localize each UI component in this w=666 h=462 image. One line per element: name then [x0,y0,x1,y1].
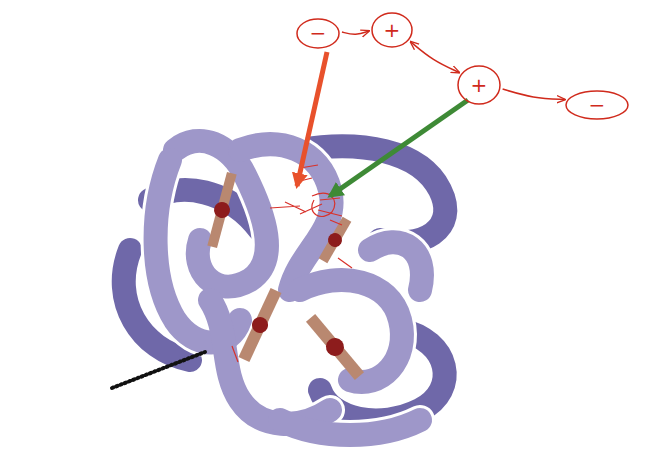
circle-outline-shape [458,66,500,104]
charge-circle: + [371,12,413,48]
charge-circle: − [296,18,340,49]
charge-sign: + [471,75,488,95]
circle-outline-shape [297,19,339,48]
circle-outline-shape [372,13,412,47]
circle-outline-shape [566,91,628,119]
charge-sign: + [384,20,401,40]
charge-circle: − [565,90,629,120]
charge-arrow [503,89,565,100]
charge-arrow [342,31,369,34]
charge-sign: − [310,23,327,43]
charge-sign: − [589,95,606,115]
dotted-chain [112,352,205,388]
charge-arrow [411,42,460,73]
green-arrow [330,100,468,196]
protein-front-ribbons [156,141,422,435]
orange-arrow [297,52,327,186]
charge-circle: + [457,65,501,105]
